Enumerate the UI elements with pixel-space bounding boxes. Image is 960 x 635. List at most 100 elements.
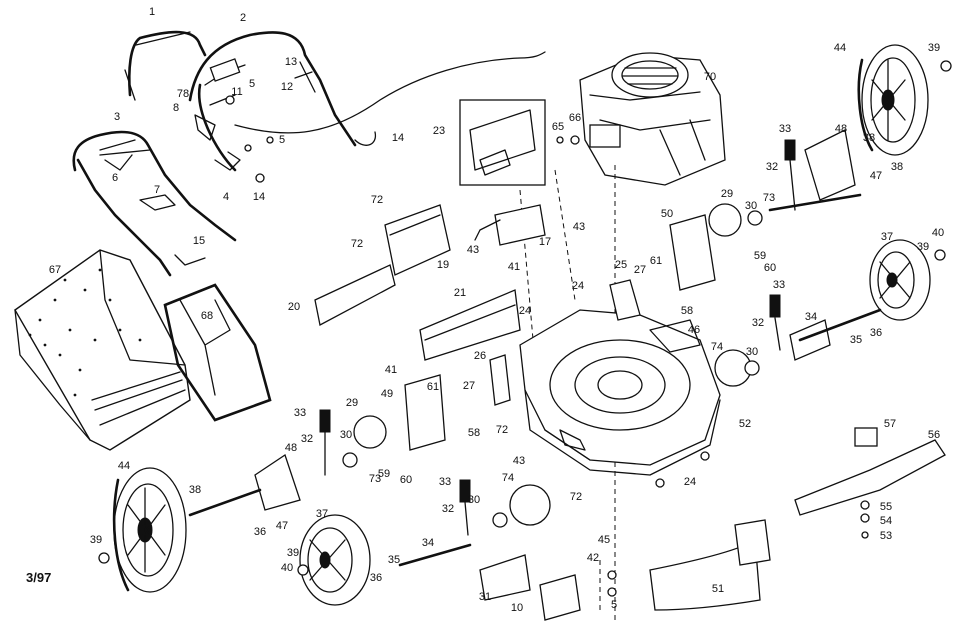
part-label-36b: 36 <box>254 526 266 538</box>
part-label-31: 31 <box>479 591 491 603</box>
part-label-32c: 32 <box>301 433 313 445</box>
part-label-19: 19 <box>437 259 449 271</box>
grass-bag <box>14 249 191 451</box>
part-label-26: 26 <box>474 350 486 362</box>
part-label-25: 25 <box>615 259 627 271</box>
part-label-5a: 5 <box>249 78 255 90</box>
part-label-15: 15 <box>193 235 205 247</box>
part-label-5c: 5 <box>611 599 617 611</box>
upper-handle-assembly <box>124 30 357 172</box>
control-cable <box>234 51 546 134</box>
part-label-67: 67 <box>49 264 61 276</box>
part-label-27a: 27 <box>634 264 646 276</box>
part-label-72c: 72 <box>496 424 508 436</box>
wheel-front-left <box>299 514 371 606</box>
part-label-24b: 24 <box>519 305 531 317</box>
part-label-47a: 47 <box>870 170 882 182</box>
part-label-29a: 29 <box>721 188 733 200</box>
part-label-14b: 14 <box>253 191 265 203</box>
part-label-74a: 74 <box>711 341 723 353</box>
part-label-39a: 39 <box>928 42 940 54</box>
part-label-10: 10 <box>511 602 523 614</box>
part-label-70: 70 <box>704 71 716 83</box>
part-label-30b: 30 <box>746 346 758 358</box>
part-label-61b: 61 <box>427 381 439 393</box>
part-label-61a: 61 <box>650 255 662 267</box>
part-label-38c: 38 <box>189 484 201 496</box>
part-label-40b: 40 <box>281 562 293 574</box>
part-label-35b: 35 <box>388 554 400 566</box>
part-label-49: 49 <box>381 388 393 400</box>
part-label-59a: 59 <box>754 250 766 262</box>
part-label-72b: 72 <box>351 238 363 250</box>
part-label-36c: 36 <box>370 572 382 584</box>
part-label-59b: 59 <box>378 468 390 480</box>
grass-bag-frame <box>163 283 272 422</box>
part-label-74b: 74 <box>502 472 514 484</box>
chute-parts <box>479 519 771 621</box>
part-label-45: 45 <box>598 534 610 546</box>
hardware-bits <box>98 60 952 597</box>
part-label-3: 3 <box>114 111 120 123</box>
lower-handle-assembly <box>72 130 265 277</box>
part-label-33d: 33 <box>439 476 451 488</box>
part-label-23: 23 <box>433 125 445 137</box>
part-label-47b: 47 <box>276 520 288 532</box>
part-label-53: 53 <box>880 530 892 542</box>
part-label-32a: 32 <box>766 161 778 173</box>
axle-front-left <box>398 543 472 567</box>
part-label-17: 17 <box>539 236 551 248</box>
part-label-41b: 41 <box>385 364 397 376</box>
axle-rear-left <box>188 488 262 517</box>
part-label-39c: 39 <box>90 534 102 546</box>
part-label-66: 66 <box>569 112 581 124</box>
part-label-5b: 5 <box>279 134 285 146</box>
part-label-55: 55 <box>880 501 892 513</box>
part-label-40a: 40 <box>932 227 944 239</box>
part-label-42: 42 <box>587 552 599 564</box>
part-label-35a: 35 <box>850 334 862 346</box>
part-label-33b: 33 <box>773 279 785 291</box>
part-label-39b: 39 <box>917 241 929 253</box>
part-label-21: 21 <box>454 287 466 299</box>
part-label-30a: 30 <box>745 200 757 212</box>
part-label-37b: 37 <box>316 508 328 520</box>
part-label-11: 11 <box>231 86 242 98</box>
adjuster-gears <box>342 203 763 528</box>
wheel-rear-left-large <box>112 467 187 593</box>
part-label-32b: 32 <box>752 317 764 329</box>
part-label-68: 68 <box>201 310 213 322</box>
part-label-52: 52 <box>739 418 751 430</box>
part-label-51: 51 <box>712 583 724 595</box>
part-label-54: 54 <box>880 515 892 527</box>
part-label-6: 6 <box>112 172 118 184</box>
part-label-78: 78 <box>177 88 189 100</box>
part-label-57: 57 <box>884 418 896 430</box>
part-label-13: 13 <box>285 56 297 68</box>
part-label-58b: 58 <box>468 427 480 439</box>
part-label-58a: 58 <box>681 305 693 317</box>
blade-assembly <box>794 427 946 539</box>
part-label-8: 8 <box>173 102 179 114</box>
part-label-32d: 32 <box>442 503 454 515</box>
part-label-20: 20 <box>288 301 300 313</box>
part-label-56: 56 <box>928 429 940 441</box>
part-label-43c: 43 <box>513 455 525 467</box>
height-adjuster-brackets <box>254 129 856 536</box>
part-label-7: 7 <box>154 184 160 196</box>
part-label-30d: 30 <box>468 494 480 506</box>
part-label-72a: 72 <box>371 194 383 206</box>
date-code: 3/97 <box>26 570 52 585</box>
part-label-38a: 38 <box>863 132 875 144</box>
part-label-60a: 60 <box>764 262 776 274</box>
part-label-44b: 44 <box>118 460 130 472</box>
part-label-41a: 41 <box>508 261 520 273</box>
part-label-38b: 38 <box>891 161 903 173</box>
wheel-rear-right-large <box>857 44 929 156</box>
engine <box>579 52 726 186</box>
part-label-33a: 33 <box>779 123 791 135</box>
part-label-29b: 29 <box>346 397 358 409</box>
part-label-44a: 44 <box>834 42 846 54</box>
